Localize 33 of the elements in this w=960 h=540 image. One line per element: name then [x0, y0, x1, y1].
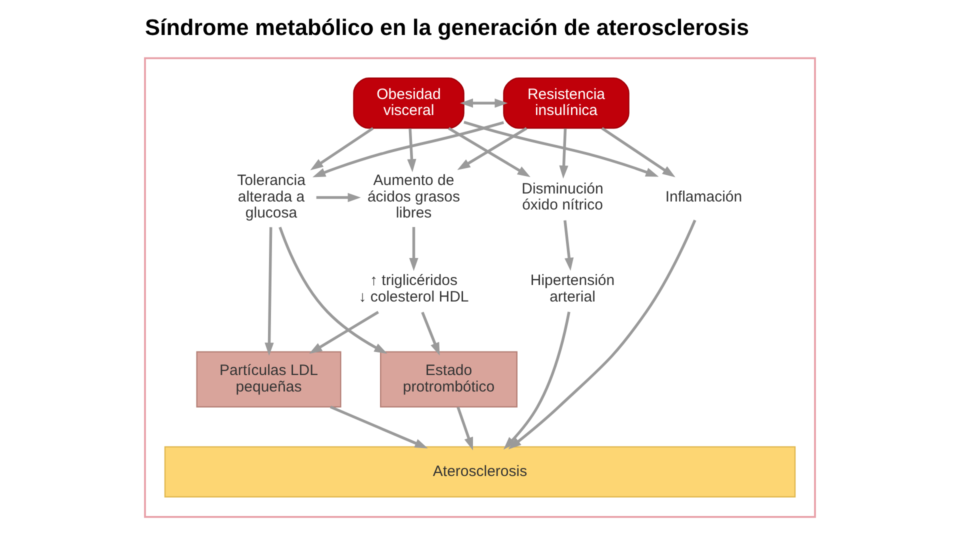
arrow: [278, 226, 388, 354]
arrow: [448, 127, 530, 178]
arrow: [464, 120, 659, 177]
arrow: [503, 312, 570, 450]
arrow: [460, 98, 508, 108]
arrow: [312, 121, 504, 178]
node-box: Estado protrombótico: [380, 351, 518, 408]
arrow: [564, 220, 574, 271]
node-box: Partículas LDL pequeñas: [196, 351, 342, 408]
arrow: [601, 127, 676, 178]
arrow: [407, 128, 416, 172]
node-text: ↑ triglicéridos ↓ colesterol HDL: [358, 272, 469, 306]
node-text: Tolerancia alterada a glucosa: [237, 172, 306, 222]
arrow: [421, 312, 440, 356]
cluster: [144, 57, 816, 518]
arrow: [264, 227, 274, 356]
node-text: Hipertensión arterial: [530, 272, 615, 306]
node-box: Obesidad visceral: [353, 78, 464, 129]
node-box: Aterosclerosis: [164, 446, 796, 498]
arrow: [457, 127, 528, 170]
node-text: Disminución óxido nítrico: [522, 180, 604, 214]
node-text: Inflamación: [665, 188, 742, 206]
node-text: Aumento de ácidos grasos libres: [367, 172, 460, 222]
diagram-title: Síndrome metabólico en la generación de aterosclerosis: [145, 14, 749, 40]
arrow: [559, 128, 568, 179]
arrow: [456, 406, 473, 450]
node-box: Resistencia insulínica: [503, 78, 630, 129]
arrow: [310, 127, 374, 170]
arrow: [409, 227, 418, 271]
arrow: [316, 192, 361, 202]
arrow: [309, 310, 379, 354]
arrow: [508, 220, 696, 450]
arrow: [330, 406, 428, 448]
